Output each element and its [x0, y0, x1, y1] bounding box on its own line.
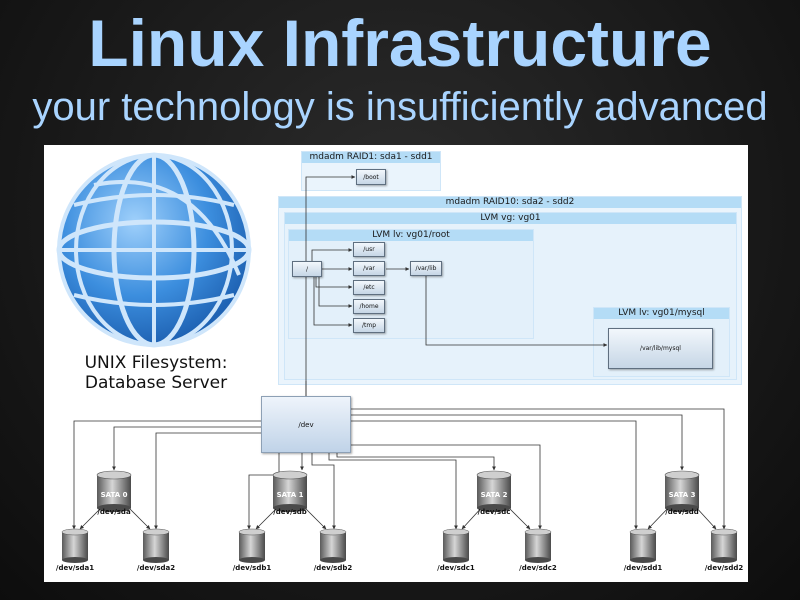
node-dev: /dev: [261, 396, 351, 453]
lv-root-region: LVM lv: vg01/root: [288, 229, 534, 339]
partition-label-sdb1: /dev/sdb1: [232, 564, 272, 572]
partition-disk-sdb1: [238, 528, 266, 563]
node-tmp: /tmp: [353, 318, 385, 333]
sata-device-3: /dev/sdd: [665, 508, 699, 516]
partition-label-sdc1: /dev/sdc1: [437, 564, 475, 572]
sata-label-3: SATA 3: [668, 491, 696, 499]
partition-label-sdc2: /dev/sdc2: [519, 564, 557, 572]
sata-device-2: /dev/sdc: [477, 508, 511, 516]
slide-subtitle: your technology is insufficiently advanc…: [32, 85, 768, 129]
globe-caption: UNIX Filesystem: Database Server: [58, 353, 254, 393]
partition-disk-sdd1: [629, 528, 657, 563]
sata-label-0: SATA 0: [100, 491, 128, 499]
node-boot: /boot: [356, 169, 386, 185]
lv-root-label: LVM lv: vg01/root: [289, 230, 533, 241]
sata-device-1: /dev/sdb: [273, 508, 307, 516]
partition-label-sda1: /dev/sda1: [55, 564, 95, 572]
globe-icon: [56, 152, 252, 348]
diagram-connectors: [61, 175, 738, 563]
globe-caption-line2: Database Server: [84, 373, 228, 393]
partition-disk-sdb2: [319, 528, 347, 563]
partition-disk-sdc1: [442, 528, 470, 563]
vg-label: LVM vg: vg01: [285, 213, 736, 224]
slide-title: Linux Infrastructure: [88, 6, 712, 80]
node-varlib: /var/lib: [410, 261, 442, 276]
sata-label-2: SATA 2: [480, 491, 508, 499]
partition-disk-sdd2: [710, 528, 738, 563]
node-home: /home: [353, 299, 385, 314]
lv-mysql-label: LVM lv: vg01/mysql: [594, 308, 729, 319]
node-etc: /etc: [353, 280, 385, 295]
sata-disk-2: [476, 470, 512, 512]
node-root: /: [292, 261, 322, 277]
node-usr: /usr: [353, 242, 385, 257]
partition-disk-sda1: [61, 528, 89, 563]
raid10-label: mdadm RAID10: sda2 - sdd2: [279, 197, 741, 208]
partition-disk-sdc2: [524, 528, 552, 563]
node-var: /var: [353, 261, 385, 276]
sata-disk-3: [664, 470, 700, 512]
partition-label-sdb2: /dev/sdb2: [313, 564, 353, 572]
raid1-label: mdadm RAID1: sda1 - sdd1: [302, 152, 440, 163]
globe-caption-line1: UNIX Filesystem:: [84, 353, 228, 373]
sata-disk-0: [96, 470, 132, 512]
sata-label-1: SATA 1: [276, 491, 304, 499]
partition-label-sdd2: /dev/sdd2: [704, 564, 744, 572]
partition-label-sdd1: /dev/sdd1: [623, 564, 663, 572]
partition-disk-sda2: [142, 528, 170, 563]
node-mysql: /var/lib/mysql: [608, 328, 713, 369]
diagram-canvas: UNIX Filesystem: Database Server mdadm R…: [44, 145, 748, 582]
partition-label-sda2: /dev/sda2: [136, 564, 176, 572]
sata-device-0: /dev/sda: [97, 508, 131, 516]
sata-disk-1: [272, 470, 308, 512]
